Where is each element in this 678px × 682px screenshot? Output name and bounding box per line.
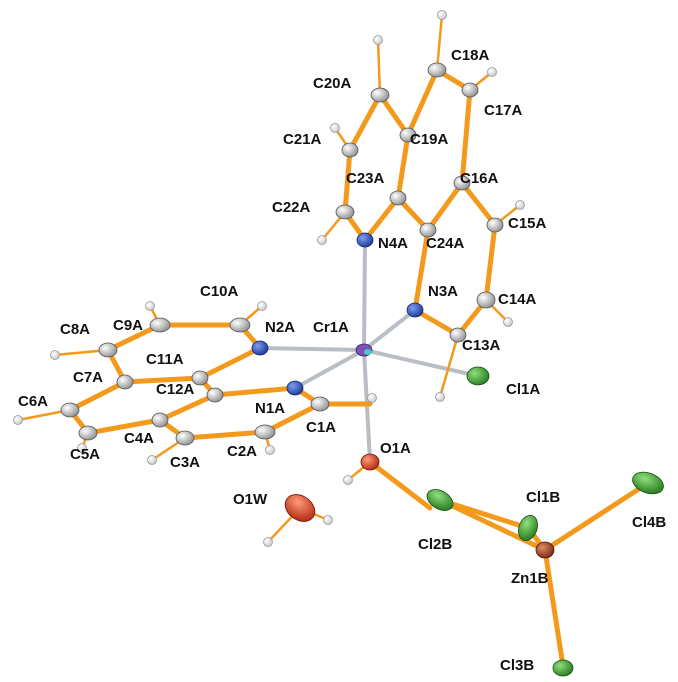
ligand-bonds [67, 67, 651, 669]
label-C2A: C2A [227, 443, 257, 460]
label-O1A: O1A [380, 440, 411, 457]
label-C9A: C9A [113, 317, 143, 334]
label-Cl3B: Cl3B [500, 657, 534, 674]
chlorine-atoms [426, 366, 664, 677]
label-C17A: C17A [484, 102, 523, 119]
label-O1W: O1W [233, 491, 268, 508]
label-Cl4B: Cl4B [632, 514, 666, 531]
label-C18A: C18A [451, 47, 490, 64]
label-N4A: N4A [378, 235, 408, 252]
label-C21A: C21A [283, 131, 322, 148]
label-C6A: C6A [18, 393, 48, 410]
label-C7A: C7A [73, 369, 103, 386]
label-Cl1A: Cl1A [506, 381, 540, 398]
label-C10A: C10A [200, 283, 239, 300]
oxygen-atoms [284, 453, 380, 522]
carbon-atoms [60, 62, 504, 446]
label-Zn1B: Zn1B [511, 570, 549, 587]
label-C12A: C12A [156, 381, 195, 398]
hydrogen-atoms [13, 10, 525, 547]
label-Cl2B: Cl2B [418, 536, 452, 553]
label-C5A: C5A [70, 446, 100, 463]
label-Cl1B: Cl1B [526, 489, 560, 506]
label-C19A: C19A [410, 131, 449, 148]
label-C13A: C13A [462, 337, 501, 354]
label-C14A: C14A [498, 291, 537, 308]
label-C22A: C22A [272, 199, 311, 216]
label-C8A: C8A [60, 321, 90, 338]
zinc-atom [535, 541, 555, 559]
label-C1A: C1A [306, 419, 336, 436]
label-C16A: C16A [460, 170, 499, 187]
label-C24A: C24A [426, 235, 465, 252]
atom-labels: C18A C20A C17A C21A C19A C23A C16A C22A … [18, 47, 666, 674]
chromium-atom [355, 343, 373, 357]
label-N1A: N1A [255, 400, 285, 417]
label-N3A: N3A [428, 283, 458, 300]
label-C23A: C23A [346, 170, 385, 187]
label-C15A: C15A [508, 215, 547, 232]
label-Cr1A: Cr1A [313, 319, 349, 336]
label-C4A: C4A [124, 430, 154, 447]
label-C11A: C11A [146, 351, 184, 368]
nitrogen-atoms [251, 232, 424, 396]
label-C20A: C20A [313, 75, 352, 92]
label-C3A: C3A [170, 454, 200, 471]
label-N2A: N2A [265, 319, 295, 336]
